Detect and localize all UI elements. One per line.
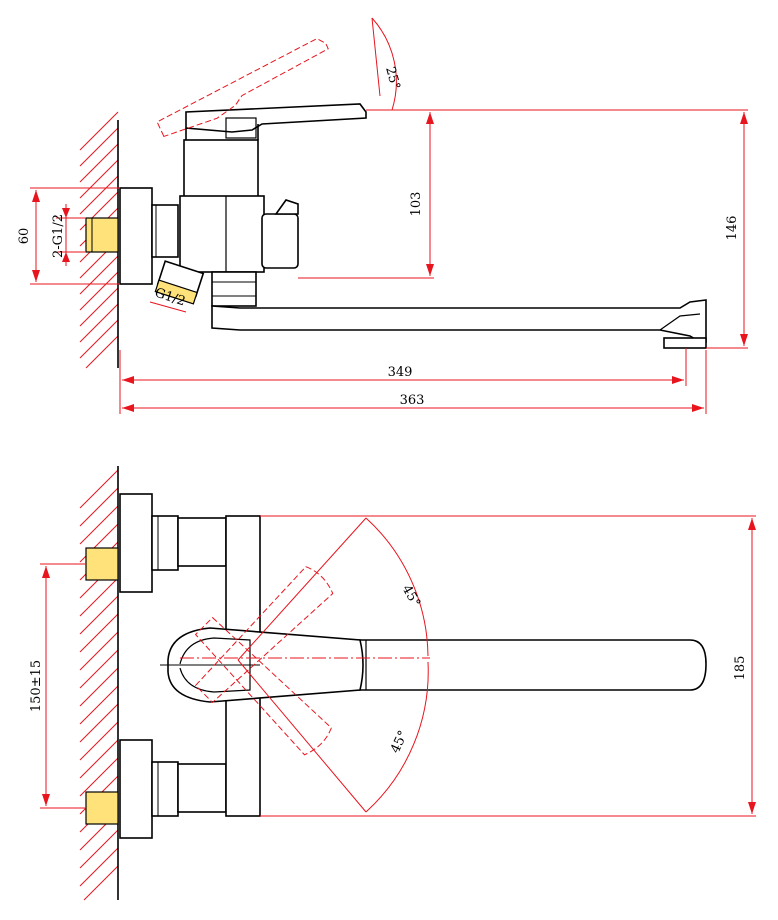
angle-label-25: 25° (382, 65, 402, 91)
aerator (663, 337, 707, 349)
wall-flange-upper (119, 493, 153, 593)
body-upper (183, 139, 259, 199)
inlet-thread-lower (85, 791, 119, 825)
dim-349: 349 (388, 365, 413, 380)
angle-arc-lower (365, 661, 429, 813)
angle-arc-25 (371, 17, 397, 111)
lever-rotated-up (194, 566, 334, 704)
lever-rotated-down (194, 616, 332, 756)
dim-spacing: 150±15 (29, 660, 44, 712)
dim-363: 363 (400, 393, 425, 408)
dim-185: 185 (733, 656, 748, 681)
angle-label-upper: 45° (399, 583, 424, 610)
lever-lifted-position (156, 38, 329, 138)
dim-60: 60 (17, 228, 32, 245)
spout-bottom-view (249, 639, 707, 691)
wall-flange-lower (119, 739, 153, 839)
bottom-view: 45° 45° 185 150±15 (29, 466, 756, 901)
lever-handle (185, 103, 367, 133)
inlet-thread-top (85, 217, 119, 253)
wall-flange-top (119, 187, 153, 285)
connector-lower (177, 763, 227, 813)
lever-cap (225, 117, 257, 139)
dim-thread-inlet: 2-G1/2 (51, 214, 66, 258)
dim-146: 146 (725, 216, 740, 241)
shower-outlet (154, 260, 205, 305)
wall-hatching-bottom (79, 466, 119, 901)
body-main (179, 195, 265, 273)
angle-label-lower: 45° (388, 728, 411, 755)
eccentric-nut-lower (151, 761, 179, 817)
angle-arc-upper (365, 517, 429, 657)
dim-103: 103 (409, 192, 424, 217)
diverter-knob (261, 213, 299, 269)
lever-bottom-view (167, 627, 364, 703)
spout (211, 299, 707, 343)
diverter-lever (274, 199, 299, 215)
eccentric-nut-upper (151, 515, 179, 571)
top-view: 25° 103 146 60 2-G1/2 G1/2 349 (17, 17, 748, 414)
connector-upper (177, 517, 227, 567)
spout-collar (211, 271, 257, 307)
inlet-thread-upper (85, 547, 119, 581)
